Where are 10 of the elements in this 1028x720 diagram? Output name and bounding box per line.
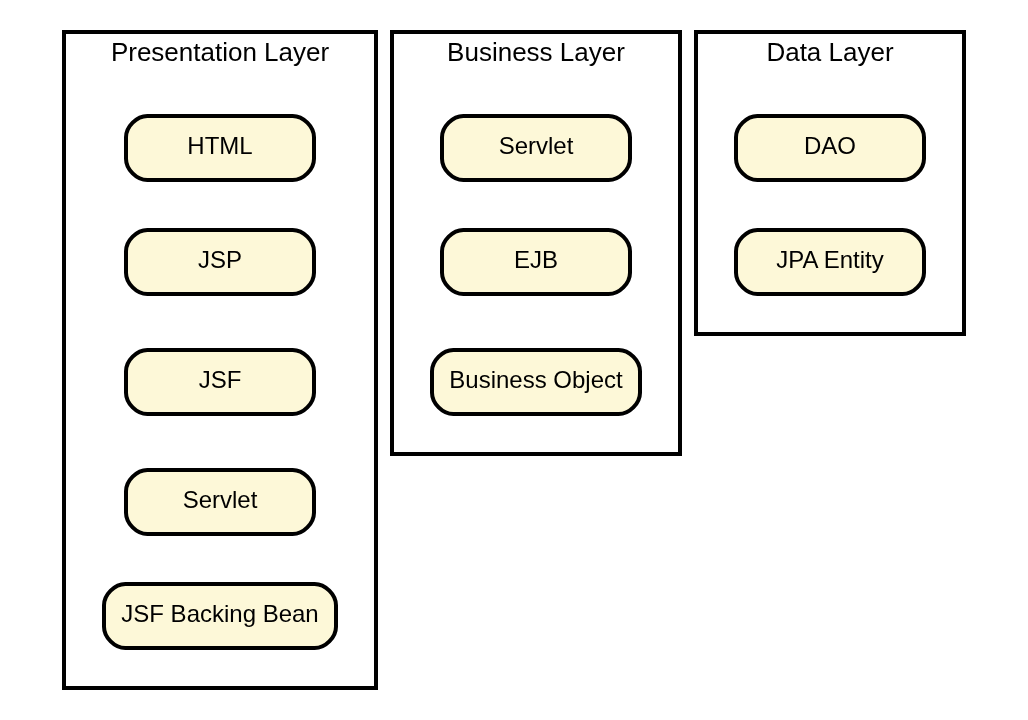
node-box: Servlet <box>440 114 632 182</box>
node-box: Business Object <box>430 348 642 416</box>
node-box: JPA Entity <box>734 228 926 296</box>
node-box: HTML <box>124 114 316 182</box>
node-box: JSF <box>124 348 316 416</box>
node-box: DAO <box>734 114 926 182</box>
node-box: JSP <box>124 228 316 296</box>
node-box: Servlet <box>124 468 316 536</box>
node-box: JSF Backing Bean <box>102 582 338 650</box>
node-box: EJB <box>440 228 632 296</box>
